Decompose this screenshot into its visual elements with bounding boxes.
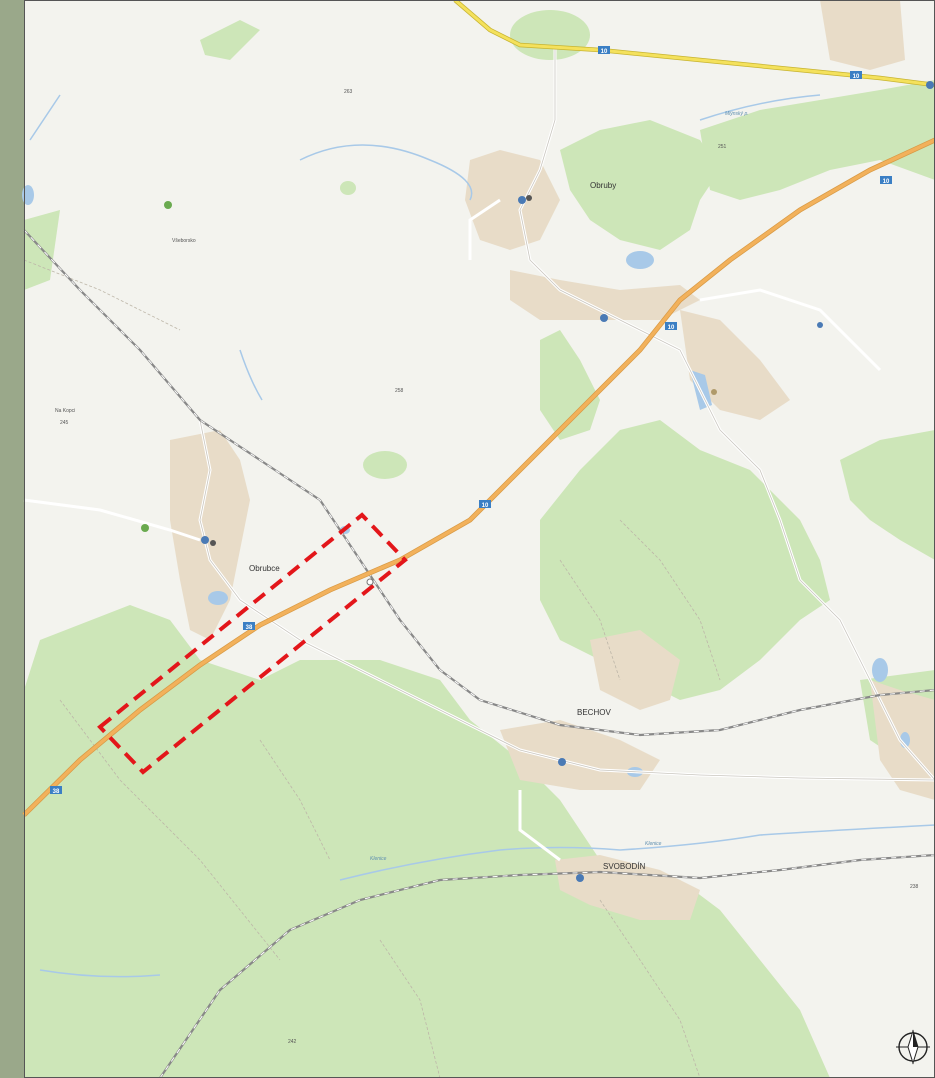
road-shield: 38 [243,622,255,631]
svg-text:10: 10 [853,74,860,80]
highway [22,137,935,817]
map-margin-strip [0,0,24,1078]
highlight-area[interactable] [97,512,408,775]
railways [23,229,935,1078]
tree-icon [164,201,172,209]
elevation-label: 238 [910,884,919,890]
place-label-obruby: Obruby [590,181,616,190]
bus-stop-icon [926,81,934,89]
road-shield: 10 [880,176,892,185]
elevation-label: 258 [395,388,404,394]
bus-stop-icon [518,196,526,204]
place-label-bechov: BECHOV [577,708,611,717]
tracks [23,259,721,1078]
compass-north-icon [896,1029,930,1065]
church-icon [210,540,216,546]
stream-label: Klenice [645,841,662,847]
industrial-icon [711,389,717,395]
place-label-obrubce: Obrubce [249,564,280,573]
church-icon [526,195,532,201]
road-shield: 10 [850,71,862,80]
road-shield: 38 [50,786,62,795]
crossing-icon [366,578,374,586]
stream-label: Klenice [370,856,387,862]
primary-road [453,0,935,88]
place-label-nakopci: Na Kopci [55,408,75,414]
svg-text:10: 10 [482,503,489,509]
road-shield: 10 [598,46,610,55]
svg-text:10: 10 [601,49,608,55]
elevation-label: 245 [60,420,69,426]
bus-stop-icon [201,536,209,544]
streams [29,94,935,978]
road-shield: 10 [479,500,491,509]
tree-icon [141,524,149,532]
elevation-label: 263 [344,89,353,95]
place-label-vseborsko: Všeborsko [172,238,196,244]
svg-text:10: 10 [668,325,675,331]
svg-text:38: 38 [53,789,60,795]
place-label-svobodin: SVOBODÍN [603,862,645,871]
forest-areas [24,10,935,1078]
bus-stop-icon [600,314,608,322]
stream-label: Mlýnský p. [725,111,749,117]
svg-text:38: 38 [246,625,253,631]
poi-markers [141,81,934,882]
elevation-label: 242 [288,1039,297,1045]
train-station-icon [576,874,584,882]
road-shields: 10 10 10 10 10 38 38 [50,46,892,795]
svg-text:10: 10 [883,179,890,185]
elevation-label: 251 [718,144,727,150]
road-shield: 10 [665,322,677,331]
bus-stop-icon [558,758,566,766]
info-icon [817,322,823,328]
